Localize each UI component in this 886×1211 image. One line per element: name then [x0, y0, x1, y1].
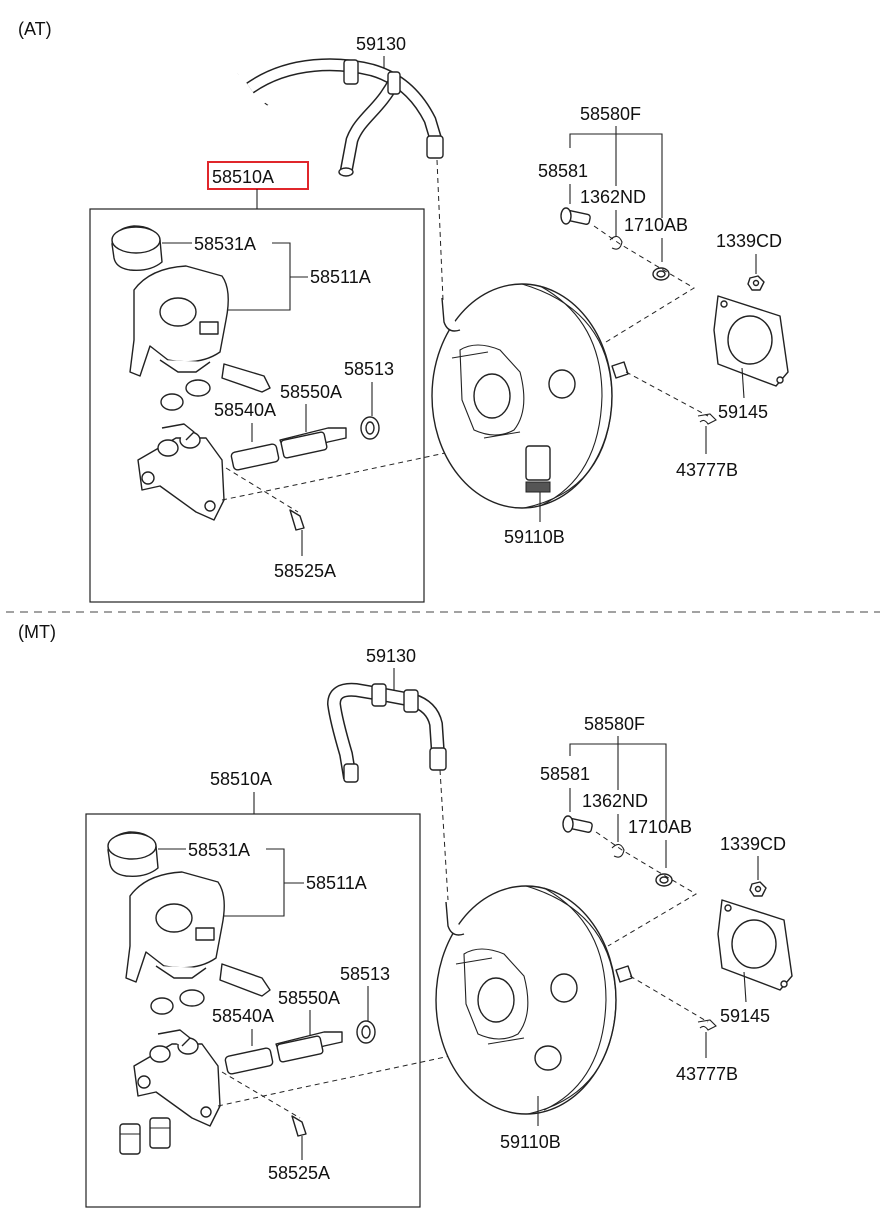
label-cap-at[interactable]: 58531A	[194, 234, 256, 254]
reservoir-cap-mt	[107, 831, 159, 878]
label-primary-piston-at[interactable]: 58550A	[280, 382, 342, 402]
clevis-pin-at	[560, 207, 591, 225]
label-clevis-set-mt[interactable]: 58580F	[584, 714, 645, 734]
label-clevis-pin-at[interactable]: 58581	[538, 161, 588, 181]
label-clip-at[interactable]: 1362ND	[580, 187, 646, 207]
secondary-piston-at	[230, 443, 280, 471]
fluid-reservoir-mt	[125, 871, 225, 983]
label-hose-at[interactable]: 59130	[356, 34, 406, 54]
clip-mt	[611, 843, 625, 858]
label-washer-at[interactable]: 1710AB	[624, 215, 688, 235]
label-pin-at[interactable]: 43777B	[676, 460, 738, 480]
label-seal-mt[interactable]: 58513	[340, 964, 390, 984]
reservoir-cap-at	[111, 225, 163, 272]
assembly-highlight-box	[207, 161, 309, 190]
vacuum-hose-at	[226, 58, 444, 177]
brake-booster-mt	[435, 885, 633, 1115]
reservoir-grommets-at	[160, 379, 211, 411]
label-bolt-mt[interactable]: 58525A	[268, 1163, 330, 1183]
label-reservoir-at[interactable]: 58511A	[310, 267, 371, 287]
label-assembly-mt[interactable]: 58510A	[210, 769, 272, 789]
nut-mt	[749, 881, 767, 897]
label-booster-at[interactable]: 59110B	[504, 527, 565, 547]
label-seal-at[interactable]: 58513	[344, 359, 394, 379]
clip-at	[609, 235, 623, 250]
label-nut-mt[interactable]: 1339CD	[720, 834, 786, 854]
vacuum-hose-mt	[326, 682, 447, 783]
label-secondary-piston-at[interactable]: 58540A	[214, 400, 276, 420]
nut-at	[747, 275, 765, 291]
label-pin-mt[interactable]: 43777B	[676, 1064, 738, 1084]
label-primary-piston-mt[interactable]: 58550A	[278, 988, 340, 1008]
label-nut-at[interactable]: 1339CD	[716, 231, 782, 251]
label-clip-mt[interactable]: 1362ND	[582, 791, 648, 811]
pin-mt	[697, 1019, 717, 1031]
section-mt: (MT) 58510A 59130 58531A 58511A	[18, 622, 793, 1208]
label-bolt-at[interactable]: 58525A	[274, 561, 336, 581]
label-clevis-pin-mt[interactable]: 58581	[540, 764, 590, 784]
master-cylinder-box-mt	[85, 813, 421, 1208]
label-hose-mt[interactable]: 59130	[366, 646, 416, 666]
booster-gasket-at	[713, 295, 789, 387]
primary-piston-at	[279, 427, 347, 459]
secondary-piston-mt	[224, 1047, 274, 1075]
proportioning-valves-mt	[119, 1117, 171, 1155]
section-title-mt: (MT)	[18, 622, 56, 642]
label-assembly-at[interactable]: 58510A	[212, 167, 274, 187]
washer-at	[652, 267, 670, 281]
label-reservoir-mt[interactable]: 58511A	[306, 873, 367, 893]
mounting-bolt-mt	[291, 1115, 307, 1137]
label-secondary-piston-mt[interactable]: 58540A	[212, 1006, 274, 1026]
label-gasket-at[interactable]: 59145	[718, 402, 768, 422]
clevis-pin-mt	[562, 815, 593, 833]
label-clevis-set-at[interactable]: 58580F	[580, 104, 641, 124]
reservoir-pin-mt	[219, 963, 271, 997]
washer-mt	[655, 873, 673, 887]
label-cap-mt[interactable]: 58531A	[188, 840, 250, 860]
booster-gasket-mt	[717, 899, 793, 991]
master-cylinder-body-at	[137, 423, 225, 521]
brake-booster-at	[431, 283, 629, 509]
master-cylinder-box-at	[89, 208, 425, 603]
label-booster-mt[interactable]: 59110B	[500, 1132, 561, 1152]
reservoir-pin-at	[221, 363, 271, 393]
label-washer-mt[interactable]: 1710AB	[628, 817, 692, 837]
reservoir-grommets-mt	[150, 989, 205, 1015]
section-title-at: (AT)	[18, 19, 52, 39]
fluid-reservoir-at	[129, 265, 229, 377]
section-at: (AT) 58510A 59130 58531A 58511A	[18, 19, 789, 603]
mounting-bolt-at	[289, 509, 305, 531]
label-gasket-mt[interactable]: 59145	[720, 1006, 770, 1026]
pin-at	[697, 413, 717, 425]
primary-piston-mt	[275, 1031, 343, 1063]
master-cylinder-body-mt	[133, 1029, 221, 1127]
